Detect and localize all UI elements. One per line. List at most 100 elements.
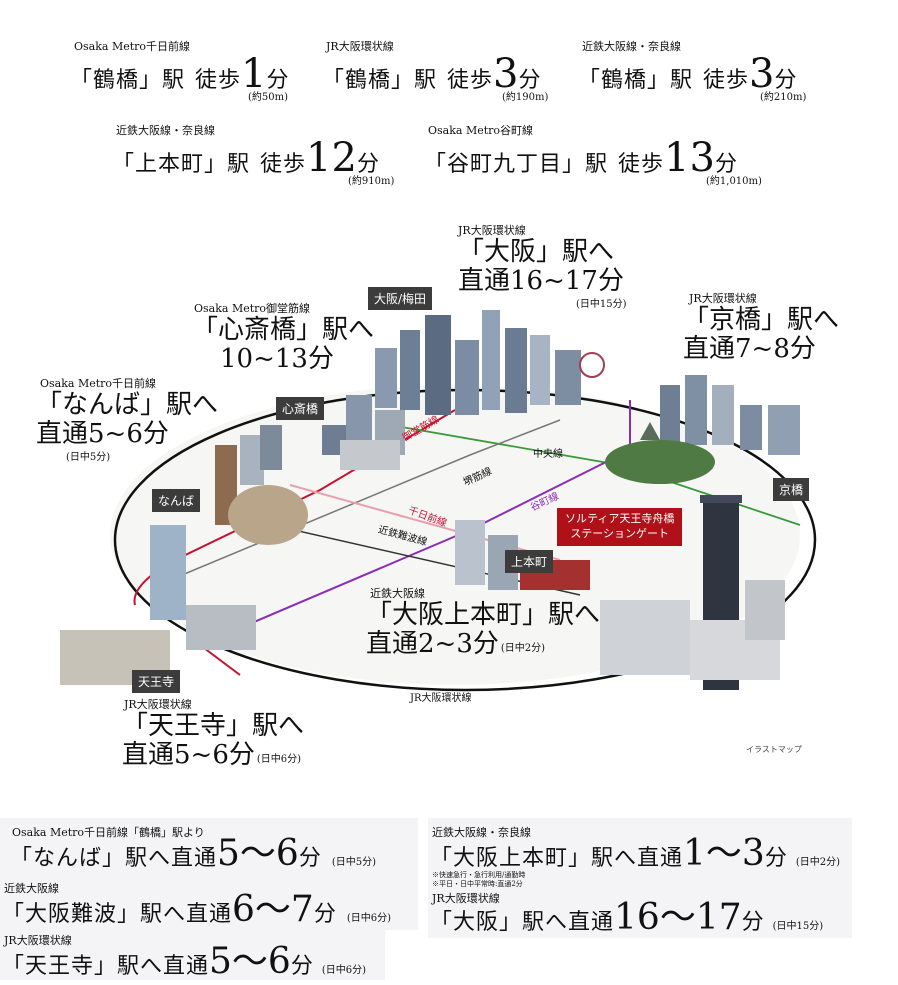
travel-time: 6〜7 [232,889,314,930]
line-name: JR大阪環状線 [124,698,192,711]
distance: (約50m) [248,92,289,103]
map-tennoji: JR大阪環状線 「天王寺」駅へ 直通5~6分 (日中6分) [122,696,304,769]
minutes: 3 [749,51,775,97]
line-name: Osaka Metro谷町線 [428,124,534,137]
daytime-note: (日中2分) [795,857,841,868]
distance: (約210m) [760,92,807,103]
map-shinsaibashi: Osaka Metro御堂筋線 「心斎橋」駅へ 10~13分 [192,300,374,373]
route-map [60,310,817,692]
station-name: 「谷町九丁目」駅 [424,152,609,177]
daytime-note: (日中6分) [256,754,302,766]
line-name: Osaka Metro千日前線「鶴橋」駅より [12,826,205,839]
route-row-5: JR大阪環状線 「天王寺」駅へ直通 5〜6 分 (日中6分) [0,930,385,980]
unit: 分 [741,910,765,935]
travel-time: 直通16~17分 [458,265,624,296]
line-name: 近鉄大阪線・奈良線 [432,826,531,839]
walk-verb: 徒歩 [260,152,307,177]
line-name: 近鉄大阪線・奈良線 [582,40,681,53]
travel-time: 1〜3 [683,833,765,874]
route-label-chuo: 中央線 [533,449,563,460]
daytime-note: (日中5分) [66,452,111,464]
route-label-jr-loop: JR大阪環状線 [410,693,472,704]
map-osaka: JR大阪環状線 「大阪」駅へ 直通16~17分 (日中15分) [458,222,627,310]
unit: 分 [290,954,314,979]
tag-namba: なんば [152,489,201,512]
line-name: Osaka Metro千日前線 [40,377,157,390]
daytime-note: (日中15分) [772,921,824,932]
unit: 分 [764,846,788,871]
walk-verb: 徒歩 [447,68,494,93]
walk-verb: 徒歩 [195,68,242,93]
daytime-note: (日中6分) [321,965,367,976]
station-name: 「なんば」駅へ [36,390,219,420]
route-row-1: Osaka Metro千日前線「鶴橋」駅より 「なんば」駅へ直通 5〜6 分 (… [0,818,418,878]
minutes: 13 [664,135,715,181]
station-name: 「大阪」駅へ直通 [430,910,615,935]
uehonmachi-buildings [455,520,590,590]
footnote: ※平日・日中平常時:直通2分 [432,880,523,888]
umeda-buildings [375,310,605,415]
daytime-note: (日中2分) [500,643,546,655]
unit: 分 [518,68,542,93]
walk-item-5: Osaka Metro谷町線 「谷町九丁目」駅 徒歩 13 分 (約1,010m… [424,122,762,187]
property-label: ソルティア天王寺舟橋 ステーションゲート [557,508,683,546]
tag-kyobashi: 京橋 [773,478,810,501]
tag-umeda: 大阪/梅田 [368,287,433,310]
line-name: 近鉄大阪線・奈良線 [116,124,215,137]
travel-time: 16〜17 [614,897,742,938]
unit: 分 [356,152,380,177]
walk-item-2: JR大阪環状線 「鶴橋」駅 徒歩 3 分 (約190m) [322,38,548,103]
distance: (約910m) [348,176,395,187]
daytime-note: (日中15分) [576,299,627,311]
station-name: 「鶴橋」駅 [578,68,694,93]
map-namba: Osaka Metro千日前線 「なんば」駅へ 直通5~6分 (日中5分) [36,375,218,463]
map-uehonmachi: 近鉄大阪線 「大阪上本町」駅へ 直通2~3分 (日中2分) [366,585,600,658]
minutes: 12 [306,135,357,181]
station-name: 「大阪上本町」駅へ直通 [430,846,684,871]
map-caption: イラストマップ [746,745,802,754]
distance: (約1,010m) [706,176,762,187]
unit: 分 [774,68,798,93]
unit: 分 [714,152,738,177]
tanimachi-line [199,400,631,646]
walk-verb: 徒歩 [618,152,665,177]
station-name: 「なんば」駅へ直通 [10,846,218,871]
footnote: ※快速急行・急行利用/通勤時 [432,871,526,879]
route-row-4: JR大阪環状線 「大阪」駅へ直通 16〜17 分 (日中15分) [428,888,852,938]
unit: 分 [313,902,337,927]
property-label-line-2: ステーションゲート [570,526,670,540]
station-name: 「鶴橋」駅 [322,68,438,93]
travel-time: 5〜6 [209,941,291,982]
line-name: JR大阪環状線 [432,892,500,905]
line-name: 近鉄大阪線 [4,882,59,895]
station-name: 「鶴橋」駅 [70,68,186,93]
line-name: Osaka Metro御堂筋線 [194,302,311,315]
kyobashi-buildings [605,375,800,484]
walk-item-3: 近鉄大阪線・奈良線 「鶴橋」駅 徒歩 3 分 (約210m) [578,38,806,103]
tag-tennoji: 天王寺 [132,670,181,693]
travel-time: 直通5~6分 [36,418,169,449]
unit: 分 [266,68,290,93]
line-name: JR大阪環状線 [326,40,394,53]
travel-time: 直通2~3分 [366,628,499,659]
tennoji-buildings [60,525,256,685]
station-name: 「上本町」駅 [112,152,251,177]
property-label-line-1: ソルティア天王寺舟橋 [565,512,675,525]
station-name: 「大阪」駅へ [458,237,615,267]
line-name: 近鉄大阪線 [370,587,425,600]
namba-buildings [215,425,308,545]
line-name: JR大阪環状線 [458,224,526,237]
station-name: 「大阪難波」駅へ直通 [2,902,233,927]
line-name: JR大阪環状線 [689,292,757,305]
line-name: Osaka Metro千日前線 [74,40,191,53]
minutes: 3 [493,51,519,97]
walk-verb: 徒歩 [703,68,750,93]
map-kyobashi: JR大阪環状線 「京橋」駅へ 直通7~8分 [683,290,839,363]
walk-item-4: 近鉄大阪線・奈良線 「上本町」駅 徒歩 12 分 (約910m) [112,122,394,187]
walk-item-1: Osaka Metro千日前線 「鶴橋」駅 徒歩 1 分 (約50m) [70,38,290,103]
neighborhood-illustration [600,580,785,680]
tag-shinsaibashi: 心斎橋 [276,397,325,420]
travel-time: 直通7~8分 [683,333,816,364]
travel-time: 10~13分 [220,343,334,374]
station-name: 「大阪上本町」駅へ [366,600,601,630]
